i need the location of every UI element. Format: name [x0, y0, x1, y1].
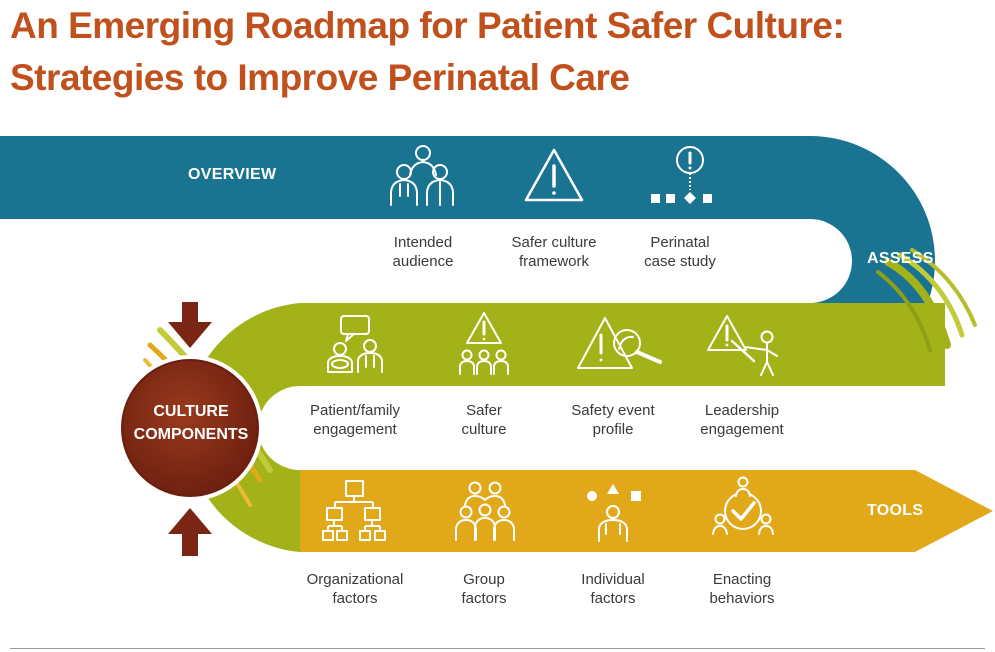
overview-item-line-1: Perinatal [650, 234, 710, 251]
up-arrow-icon [168, 508, 212, 556]
assess-item-safer-culture: Safer culture [409, 401, 559, 439]
tools-item-line-1: Individual [581, 571, 645, 588]
culture-components-line-2: COMPONENTS [133, 426, 249, 443]
flowchart-alert-icon [651, 146, 712, 204]
title-line-2: Strategies to Improve Perinatal Care [10, 57, 630, 98]
overview-label: OVERVIEW [188, 166, 277, 183]
overview-band [0, 136, 935, 386]
tools-item-line-1: Organizational [306, 571, 404, 588]
tools-item-enacting-behaviors: Enacting behaviors [667, 570, 817, 608]
individual-shapes-icon [587, 484, 641, 542]
title-line-1: An Emerging Roadmap for Patient Safer Cu… [10, 5, 845, 46]
tools-label: TOOLS [867, 502, 924, 519]
assess-item-line-2: profile [592, 421, 634, 438]
presenter-warning-icon [707, 315, 778, 376]
assess-item-line-2: engagement [700, 421, 784, 438]
tools-band [300, 470, 993, 552]
assess-item-line-2: engagement [313, 421, 397, 438]
bottom-divider [10, 648, 985, 649]
overview-item-line-2: audience [392, 253, 454, 270]
assess-item-leadership-engagement: Leadership engagement [667, 401, 817, 439]
warning-magnifier-icon [577, 317, 662, 369]
tools-item-line-2: behaviors [709, 590, 775, 607]
assess-item-line-1: Safety event [571, 402, 655, 419]
overview-item-line-1: Intended [393, 234, 453, 251]
page-title: An Emerging Roadmap for Patient Safer Cu… [10, 0, 990, 104]
group-people-icon [455, 481, 515, 541]
culture-components-circle [121, 359, 259, 497]
tools-item-line-1: Group [463, 571, 505, 588]
team-check-icon [712, 476, 774, 535]
assess-item-line-1: Safer [466, 402, 502, 419]
assess-label: ASSESS [867, 250, 934, 267]
assess-item-line-2: culture [461, 421, 507, 438]
tools-item-line-2: factors [590, 590, 636, 607]
assess-item-line-1: Leadership [704, 402, 780, 419]
patient-family-chat-icon [327, 315, 383, 373]
tools-item-line-2: factors [332, 590, 378, 607]
overview-item-safer-culture-framework: Safer culture framework [479, 233, 629, 271]
overview-item-line-1: Safer culture [511, 234, 597, 251]
culture-components-line-1: CULTURE [153, 403, 229, 420]
warning-group-icon [459, 312, 509, 375]
tools-item-group-factors: Group factors [409, 570, 559, 608]
assess-swoosh [876, 248, 977, 352]
assess-item-patient-family-engagement: Patient/family engagement [280, 401, 430, 439]
org-chart-icon [322, 480, 386, 541]
assess-item-line-1: Patient/family [309, 402, 401, 419]
culture-components-label: CULTURE COMPONENTS [118, 400, 264, 446]
overview-item-perinatal-case-study: Perinatal case study [605, 233, 755, 271]
down-arrow-icon [168, 302, 212, 348]
assess-item-safety-event-profile: Safety event profile [538, 401, 688, 439]
warning-triangle-icon [524, 148, 584, 202]
tools-item-line-1: Enacting [712, 571, 772, 588]
overview-item-intended-audience: Intended audience [348, 233, 498, 271]
overview-item-line-2: case study [644, 253, 716, 270]
tools-item-individual-factors: Individual factors [538, 570, 688, 608]
tools-item-organizational-factors: Organizational factors [280, 570, 430, 608]
tools-item-line-2: factors [461, 590, 507, 607]
healthcare-team-icon [390, 145, 454, 206]
overview-item-line-2: framework [518, 253, 589, 270]
assess-band [186, 303, 945, 552]
